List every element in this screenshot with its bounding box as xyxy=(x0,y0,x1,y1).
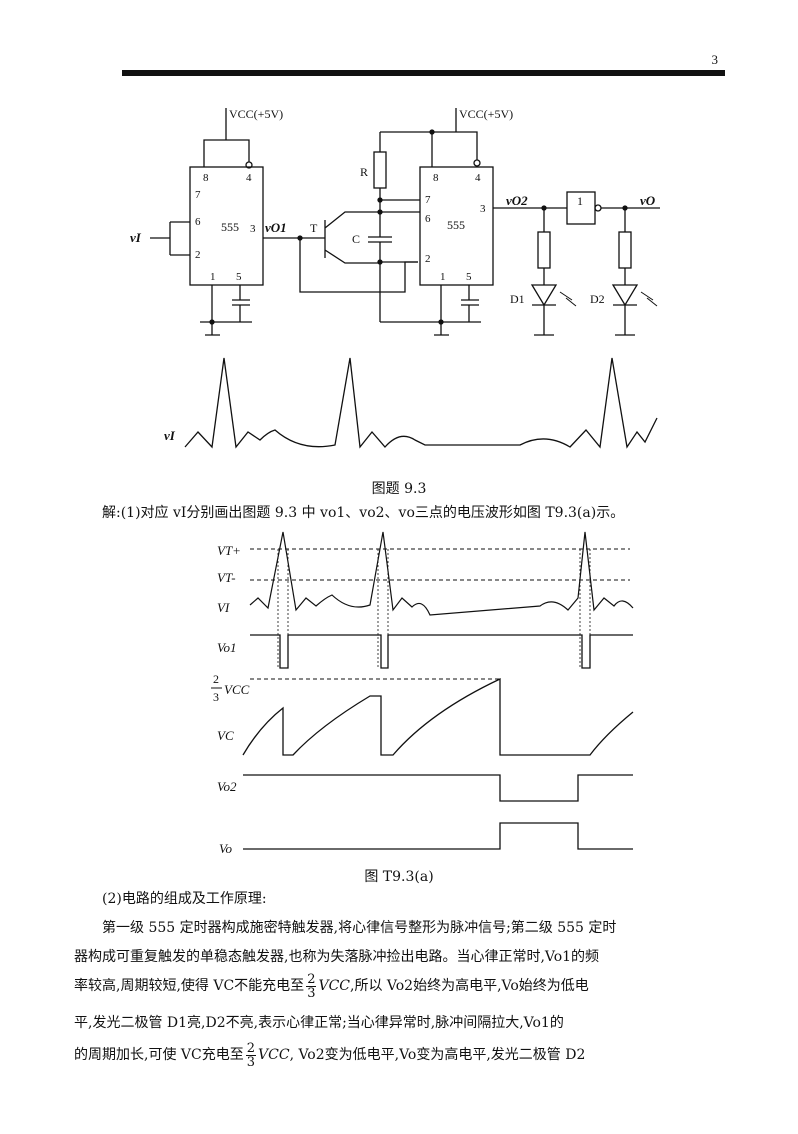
vtp-label: VT+ xyxy=(217,543,241,558)
vtm-label: VT- xyxy=(217,570,236,585)
capacitor-label: C xyxy=(352,232,360,246)
vcc-label-right: VCC(+5V) xyxy=(459,107,513,121)
figure-caption-2: 图 T9.3(a) xyxy=(364,869,434,885)
led1-label: D1 xyxy=(510,292,525,306)
pin-1-r: 1 xyxy=(440,271,446,283)
para-line-4: 平,发光二极管 D1亮,D2不亮,表示心律正常;当心律异常时,脉冲间隔拉大,Vo… xyxy=(74,1015,564,1031)
pin-6: 6 xyxy=(195,216,201,228)
pin-6-r: 6 xyxy=(425,213,431,225)
solution-line: 解:(1)对应 vI分别画出图题 9.3 中 vo1、vo2、vo三点的电压波形… xyxy=(102,505,625,521)
vcc-label: VCC xyxy=(224,682,250,697)
pin-2-r: 2 xyxy=(425,253,431,265)
vi-label: VI xyxy=(217,600,230,615)
circuit-diagram: 555 8 4 7 6 3 2 1 5 VCC(+5V) vI vO1 T R … xyxy=(130,107,660,449)
vcc-label-left: VCC(+5V) xyxy=(229,107,283,121)
led2-label: D2 xyxy=(590,292,605,306)
para-line-5a: 的周期加长,可使 VC充电至 xyxy=(74,1047,244,1063)
para-line-3a: 率较高,周期较短,使得 VC不能充电至 xyxy=(74,978,305,994)
pin-5-r: 5 xyxy=(466,271,472,283)
pin-4-r: 4 xyxy=(475,172,481,184)
out1-label: vO1 xyxy=(265,220,287,235)
out-label: vO xyxy=(640,193,656,208)
gate-label: 1 xyxy=(577,194,583,208)
pin-2: 2 xyxy=(195,249,201,261)
para-line-3b: ,所以 Vo2始终为高电平,Vo始终为低电 xyxy=(350,978,589,994)
para-line-2: 器构成可重复触发的单稳态触发器,也称为失落脉冲捡出电路。当心律正常时,Vo1的频 xyxy=(74,949,600,965)
fraction-1-symbol: VCC xyxy=(318,978,351,994)
header-rule xyxy=(122,70,725,76)
figure-caption-1: 图题 9.3 xyxy=(371,481,427,497)
vcc-frac-den: 3 xyxy=(213,690,219,704)
pin-8-r: 8 xyxy=(433,172,439,184)
left-555-box xyxy=(189,166,264,286)
pin-3: 3 xyxy=(250,223,256,235)
right-555-box xyxy=(419,166,494,286)
out2-label: vO2 xyxy=(506,193,528,208)
section-2-heading: (2)电路的组成及工作原理: xyxy=(102,891,267,907)
vi-wave-label: vI xyxy=(164,428,176,443)
transistor-label: T xyxy=(310,221,318,235)
fraction-2-symbol: VCC xyxy=(258,1047,290,1063)
left-555-label: 555 xyxy=(221,220,239,234)
pin-1: 1 xyxy=(210,271,216,283)
para-line-1: 第一级 555 定时器构成施密特触发器,将心律信号整形为脉冲信号;第二级 555… xyxy=(102,920,617,936)
pin-8: 8 xyxy=(203,172,209,184)
timing-diagram: VT+ VT- VI Vo1 2 3 VCC VC Vo2 Vo xyxy=(211,531,634,856)
pin-3-r: 3 xyxy=(480,203,486,215)
vcc-frac-num: 2 xyxy=(213,672,219,686)
pin-7: 7 xyxy=(195,189,201,201)
right-555-label: 555 xyxy=(447,218,465,232)
pin-7-r: 7 xyxy=(425,194,431,206)
resistor-label: R xyxy=(360,165,368,179)
input-label: vI xyxy=(130,230,142,245)
vc-label: VC xyxy=(217,728,234,743)
para-line-5b: , Vo2变为低电平,Vo变为高电平,发光二极管 D2 xyxy=(289,1047,586,1063)
vo2-label: Vo2 xyxy=(217,779,237,794)
vo-label: Vo xyxy=(219,841,233,856)
page-number: 3 xyxy=(711,52,719,67)
pin-4: 4 xyxy=(246,172,252,184)
vo1-label: Vo1 xyxy=(217,640,237,655)
pin-5: 5 xyxy=(236,271,242,283)
